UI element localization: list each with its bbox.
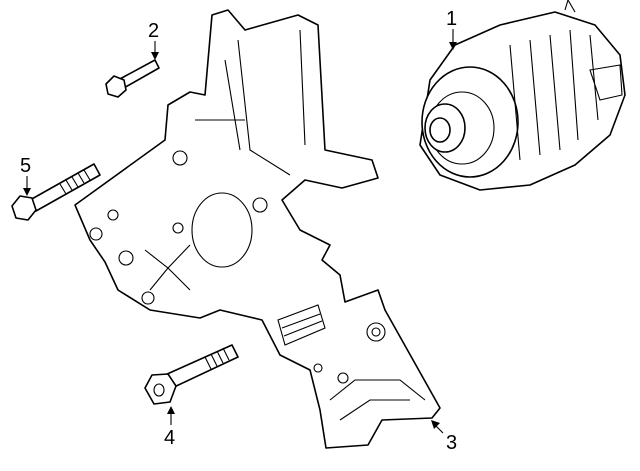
svg-text:1: 1 xyxy=(446,8,457,30)
svg-text:4: 4 xyxy=(164,427,175,449)
svg-text:5: 5 xyxy=(20,155,31,177)
callout-3: 3 xyxy=(431,420,457,454)
bolt-4[interactable] xyxy=(144,344,239,405)
callout-5: 5 xyxy=(20,155,31,196)
callout-2: 2 xyxy=(148,20,159,60)
callout-1: 1 xyxy=(446,8,457,50)
callout-4: 4 xyxy=(164,406,175,449)
bolt-2[interactable] xyxy=(105,59,160,98)
svg-text:2: 2 xyxy=(148,20,159,42)
bolt-5[interactable] xyxy=(11,163,101,221)
svg-text:3: 3 xyxy=(446,432,457,454)
mounting-bracket[interactable] xyxy=(74,9,441,449)
alternator[interactable] xyxy=(419,0,626,191)
